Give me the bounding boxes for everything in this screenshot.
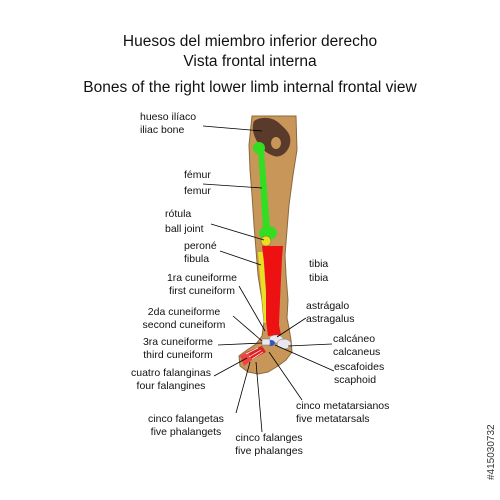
label-femur: fémur femur (184, 169, 211, 198)
label-third-cuneiform-en: third cuneiform (143, 349, 213, 361)
phalanx-lines (245, 347, 264, 360)
label-femur-es: fémur (184, 169, 211, 181)
cuneiform-bones (261, 338, 271, 346)
label-scaphoid: escafoides scaphoid (334, 361, 384, 387)
label-third-cuneiform-es: 3ra cuneiforme (142, 336, 214, 348)
stock-id-text: #415030732 (486, 424, 497, 480)
label-astragalus: astrágalo astragalus (306, 300, 354, 326)
label-first-cuneiform-es: 1ra cuneiforme (166, 272, 238, 284)
patella (260, 235, 272, 247)
label-falanginas: cuatro falanginas four falangines (122, 367, 220, 393)
calcaneus-bone (276, 338, 292, 350)
label-phalanges: cinco falanges five phalanges (226, 432, 312, 458)
label-phalangets-es: cinco falangetas (148, 413, 224, 425)
label-phalangets-en: five phalangets (150, 426, 222, 438)
label-falanginas-en: four falangines (136, 380, 206, 392)
label-hip: hueso ilíaco iliac bone (140, 111, 196, 137)
obturator-hole (271, 137, 281, 149)
title-english: Bones of the right lower limb internal f… (83, 79, 417, 96)
label-calcaneus-es: calcáneo (333, 333, 376, 345)
label-first-cuneiform: 1ra cuneiforme first cuneiform (161, 272, 243, 298)
label-second-cuneiform-en: second cuneiform (142, 319, 226, 331)
label-tibia-en: tibia (309, 272, 329, 284)
label-tibia: tibia tibia (309, 258, 328, 285)
leader-lines (202, 125, 335, 433)
label-phalanges-en: five phalanges (235, 445, 303, 457)
label-patella: rótula ball joint (165, 208, 204, 236)
label-patella-es: rótula (165, 208, 192, 220)
label-fibula-en: fibula (184, 253, 210, 265)
label-metatarsals-en: five metatarsals (296, 413, 370, 425)
tibia (262, 246, 283, 336)
label-fibula-es: peroné (184, 240, 217, 252)
label-hip-en: iliac bone (140, 124, 185, 136)
label-phalangets: cinco falangetas five phalangets (137, 413, 235, 439)
label-fibula: peroné fibula (184, 240, 217, 266)
femur-head (253, 142, 265, 154)
label-metatarsals: cinco metatarsianos five metatarsals (296, 400, 389, 426)
title-spanish: Huesos del miembro inferior derecho (122, 33, 378, 50)
label-falanginas-es: cuatro falanginas (131, 367, 211, 379)
label-femur-en: femur (184, 185, 211, 197)
label-calcaneus: calcáneo calcaneus (333, 333, 380, 359)
label-tibia-es: tibia (309, 258, 329, 270)
label-patella-en: ball joint (165, 223, 204, 235)
label-phalanges-es: cinco falanges (235, 432, 303, 444)
label-scaphoid-es: escafoides (334, 361, 385, 373)
subtitle-spanish: Vista frontal interna (183, 53, 317, 70)
femur-shaft (258, 150, 270, 229)
label-calcaneus-en: calcaneus (333, 346, 381, 358)
label-second-cuneiform: 2da cuneiforme second cuneiform (134, 306, 234, 332)
label-astragalus-en: astragalus (306, 313, 355, 325)
label-metatarsals-es: cinco metatarsianos (296, 400, 390, 412)
label-first-cuneiform-en: first cuneiform (169, 285, 235, 297)
stock-id: #415030732 (486, 360, 498, 480)
label-third-cuneiform: 3ra cuneiforme third cuneiform (137, 336, 219, 362)
label-scaphoid-en: scaphoid (334, 374, 377, 386)
label-second-cuneiform-es: 2da cuneiforme (147, 306, 221, 318)
fibula (258, 252, 268, 323)
label-astragalus-es: astrágalo (306, 300, 350, 312)
label-hip-es: hueso ilíaco (140, 111, 197, 123)
